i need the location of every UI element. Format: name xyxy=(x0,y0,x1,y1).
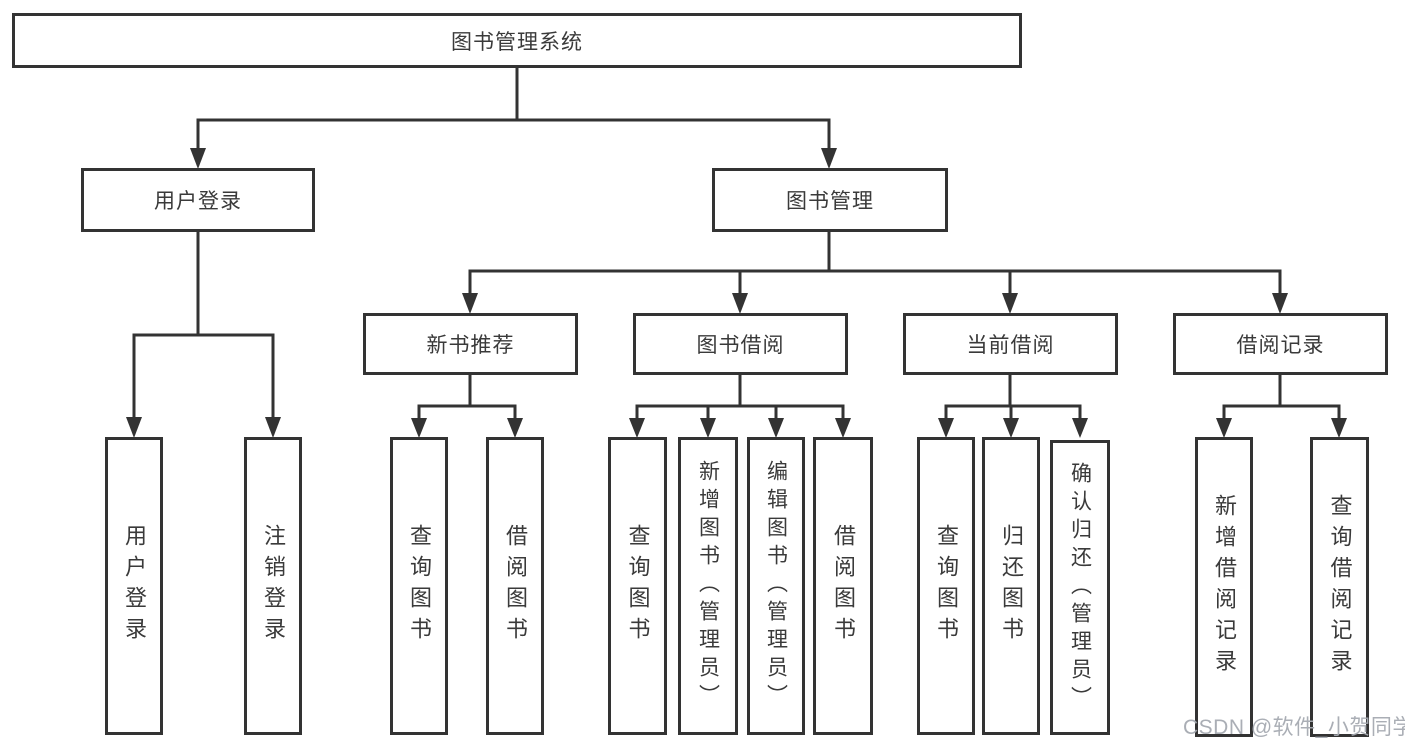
node-leaf-return-book: 归还图书 xyxy=(982,437,1040,735)
node-library-management-system: 图书管理系统 xyxy=(12,13,1022,68)
node-borrowing-records: 借阅记录 xyxy=(1173,313,1388,375)
csdn-watermark: CSDN @软件_小贺同学 xyxy=(1183,716,1405,739)
node-leaf-borrow-book-2: 借阅图书 xyxy=(813,437,873,735)
node-leaf-add-borrow-record: 新增借阅记录 xyxy=(1195,437,1253,737)
node-book-management: 图书管理 xyxy=(712,168,948,232)
node-leaf-add-book-admin: 新增图书（管理员） xyxy=(678,437,738,735)
node-book-borrowing: 图书借阅 xyxy=(633,313,848,375)
node-leaf-query-book-3: 查询图书 xyxy=(917,437,975,735)
node-user-login-group: 用户登录 xyxy=(81,168,315,232)
node-leaf-query-book-2: 查询图书 xyxy=(608,437,667,735)
node-leaf-query-book-1: 查询图书 xyxy=(390,437,448,735)
node-leaf-edit-book-admin: 编辑图书（管理员） xyxy=(747,437,805,735)
node-leaf-borrow-book-1: 借阅图书 xyxy=(486,437,544,735)
node-leaf-logout: 注销登录 xyxy=(244,437,302,735)
node-new-book-recommendation: 新书推荐 xyxy=(363,313,578,375)
node-leaf-confirm-return-admin: 确认归还（管理员） xyxy=(1050,440,1110,735)
node-leaf-query-borrow-record: 查询借阅记录 xyxy=(1310,437,1369,737)
node-current-borrowing: 当前借阅 xyxy=(903,313,1118,375)
node-leaf-user-login: 用户登录 xyxy=(105,437,163,735)
